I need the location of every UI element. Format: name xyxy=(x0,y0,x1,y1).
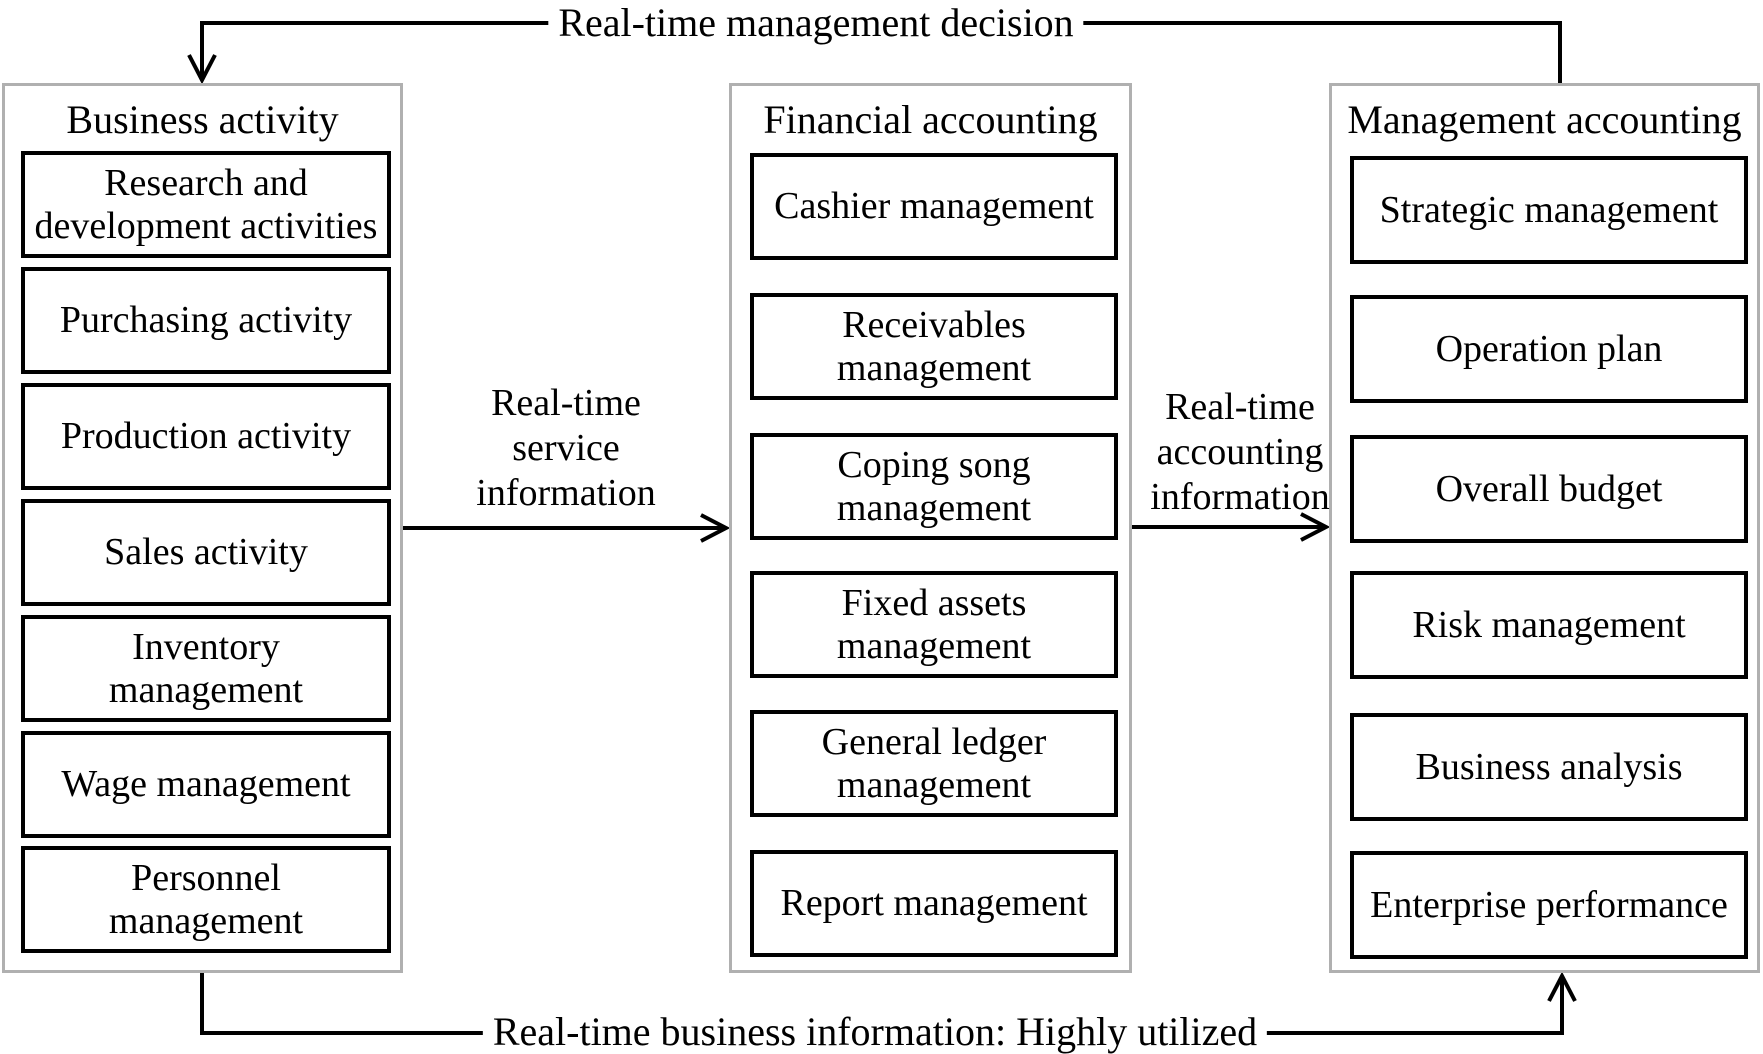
accounting-label-line-1: Real-time xyxy=(1165,386,1315,428)
arrow-head-right-icon xyxy=(700,513,731,543)
box-operation-plan: Operation plan xyxy=(1350,295,1748,403)
column-management-accounting: Management accounting Strategic manageme… xyxy=(1329,83,1760,973)
service-label-line-1: Real-time xyxy=(491,382,641,424)
box-cashier-management: Cashier management xyxy=(750,153,1118,260)
column-business-activity: Business activity Research and developme… xyxy=(2,83,403,973)
box-purchasing-activity: Purchasing activity xyxy=(21,267,391,374)
box-business-analysis: Business analysis xyxy=(1350,713,1748,821)
box-inventory-management: Inventory management xyxy=(21,615,391,722)
column-title-financial-accounting: Financial accounting xyxy=(763,97,1098,142)
box-research-development: Research and development activities xyxy=(21,151,391,258)
column-financial-accounting: Financial accounting Cashier management … xyxy=(729,83,1132,973)
arrow-head-down-icon xyxy=(187,54,217,85)
column-title-business-activity: Business activity xyxy=(66,97,339,142)
box-sales-activity: Sales activity xyxy=(21,499,391,606)
box-fixed-assets-management: Fixed assets management xyxy=(750,571,1118,678)
management-decision-label: Real-time management decision xyxy=(548,1,1084,45)
box-general-ledger-management: General ledger management xyxy=(750,710,1118,817)
box-report-management: Report management xyxy=(750,850,1118,957)
service-label-line-3: information xyxy=(476,472,656,514)
box-overall-budget: Overall budget xyxy=(1350,435,1748,543)
box-wage-management: Wage management xyxy=(21,731,391,838)
box-receivables-management: Receivables management xyxy=(750,293,1118,400)
box-risk-management: Risk management xyxy=(1350,571,1748,679)
accounting-information-label: Real-time accounting information xyxy=(1150,385,1329,520)
service-information-label: Real-time service information xyxy=(476,381,655,516)
box-production-activity: Production activity xyxy=(21,383,391,490)
box-coping-song-management: Coping song management xyxy=(750,433,1118,540)
arrow-head-right2-icon xyxy=(1300,512,1331,542)
accounting-label-line-2: accounting xyxy=(1156,431,1324,473)
accounting-label-line-3: information xyxy=(1150,476,1330,518)
box-personnel-management: Personnel management xyxy=(21,846,391,953)
business-information-label: Real-time business information: Highly u… xyxy=(482,1010,1268,1054)
box-strategic-management: Strategic management xyxy=(1350,156,1748,264)
box-enterprise-performance: Enterprise performance xyxy=(1350,851,1748,959)
column-title-management-accounting: Management accounting xyxy=(1347,97,1742,142)
arrow-head-up-icon xyxy=(1547,971,1577,1002)
service-label-line-2: service xyxy=(512,427,620,469)
